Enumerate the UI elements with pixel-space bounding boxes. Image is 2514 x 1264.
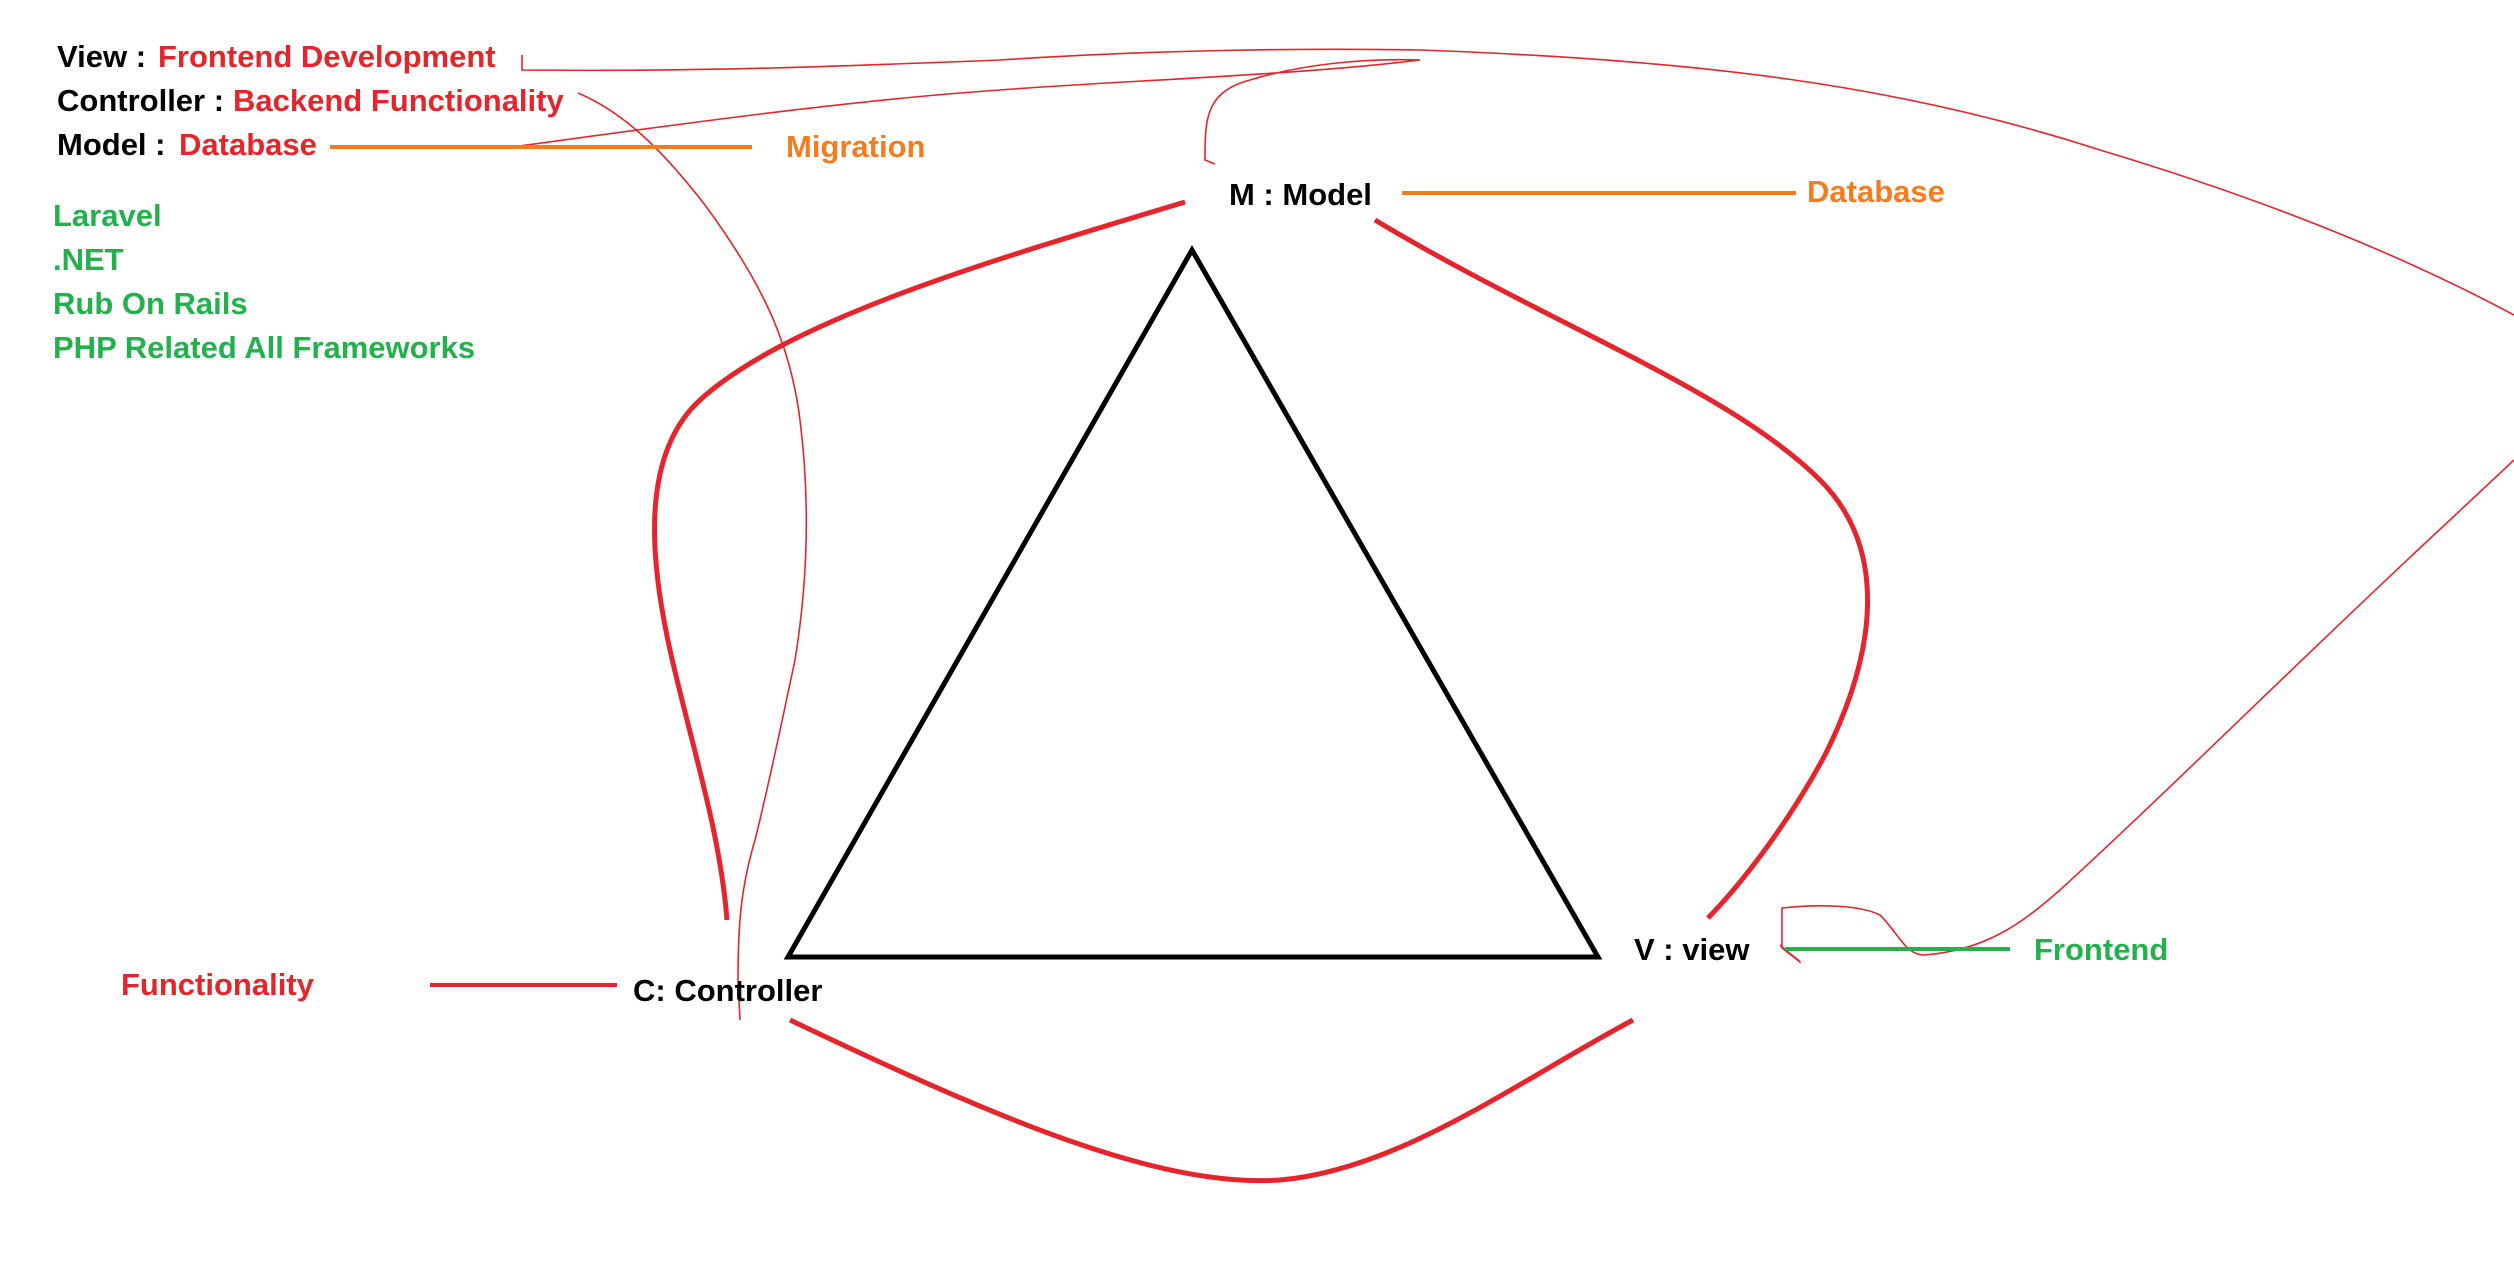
connector-controller-legend — [577, 92, 808, 1021]
node-controller-note: Functionality — [121, 967, 314, 1002]
connector-view-right — [1779, 459, 2514, 964]
curve-model-to-view — [1373, 217, 1870, 920]
curve-view-to-controller — [788, 1017, 1635, 1184]
framework-item: PHP Related All Frameworks — [53, 330, 476, 365]
mvc-triangle — [783, 244, 1603, 960]
curve-model-to-controller — [652, 199, 1186, 921]
framework-item: .NET — [53, 242, 124, 277]
framework-item: Rub On Rails — [53, 286, 248, 321]
legend-model-key: Model : — [57, 127, 166, 162]
legend-controller-key: Controller : — [57, 83, 225, 118]
framework-item: Laravel — [53, 198, 162, 233]
node-view-label: V : view — [1634, 932, 1750, 967]
node-model-note: Database — [1807, 174, 1945, 209]
node-model-label: M : Model — [1229, 177, 1372, 212]
legend-model-value: Database — [179, 127, 317, 162]
node-controller-label: C: Controller — [633, 973, 823, 1008]
legend-model-note: Migration — [786, 129, 926, 164]
legend-view-value: Frontend Development — [158, 39, 496, 74]
node-view-note: Frontend — [2034, 932, 2169, 967]
legend-view-key: View : — [57, 39, 147, 74]
legend-controller-value: Backend Functionality — [233, 83, 564, 118]
connector-view-legend — [521, 48, 2514, 316]
connector-model-legend — [504, 58, 1421, 165]
